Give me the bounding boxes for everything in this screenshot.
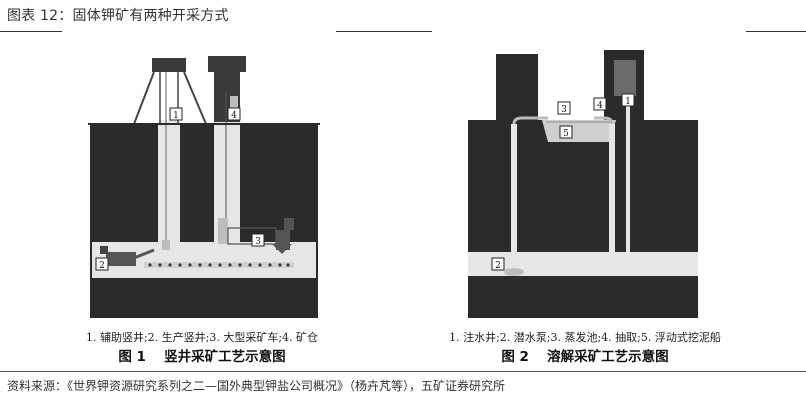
- fig1-caption: 图 1 竖井采矿工艺示意图: [118, 349, 286, 365]
- fig1-label-3: 3: [255, 237, 261, 247]
- fig1-legend: 1. 辅助竖井;2. 生产竖井;3. 大型采矿车;4. 矿仓: [85, 331, 319, 344]
- fig1-label-4: 4: [231, 111, 237, 121]
- fig2-caption: 图 2 溶解采矿工艺示意图: [501, 349, 669, 365]
- figure-title: 图表 12：固体钾矿有两种开采方式: [7, 8, 229, 24]
- top-rule-right: [746, 31, 806, 32]
- top-rule-mid: [336, 31, 432, 32]
- bottom-rule: [0, 371, 806, 372]
- shaft-mining-diagram: 1 4 3 2: [88, 56, 320, 318]
- fig2-label-1: 1: [625, 97, 631, 107]
- solution-mining-diagram: 1 4 3 5 2: [468, 50, 698, 318]
- fig2-label-4: 4: [597, 101, 603, 111]
- fig1-label-1: 1: [173, 111, 179, 121]
- top-rule-left: [0, 31, 62, 32]
- fig2-label-5: 5: [563, 129, 569, 139]
- fig1-label-2: 2: [99, 261, 105, 271]
- fig2-label-3: 3: [561, 105, 567, 115]
- fig2-label-2: 2: [495, 261, 501, 271]
- source-note: 资料来源：《世界钾资源研究系列之二—国外典型钾盐公司概况》（杨卉芃等），五矿证券…: [7, 379, 506, 393]
- fig2-legend: 1. 注水井;2. 潜水泵;3. 蒸发池;4. 抽取;5. 浮动式挖泥船: [449, 331, 721, 344]
